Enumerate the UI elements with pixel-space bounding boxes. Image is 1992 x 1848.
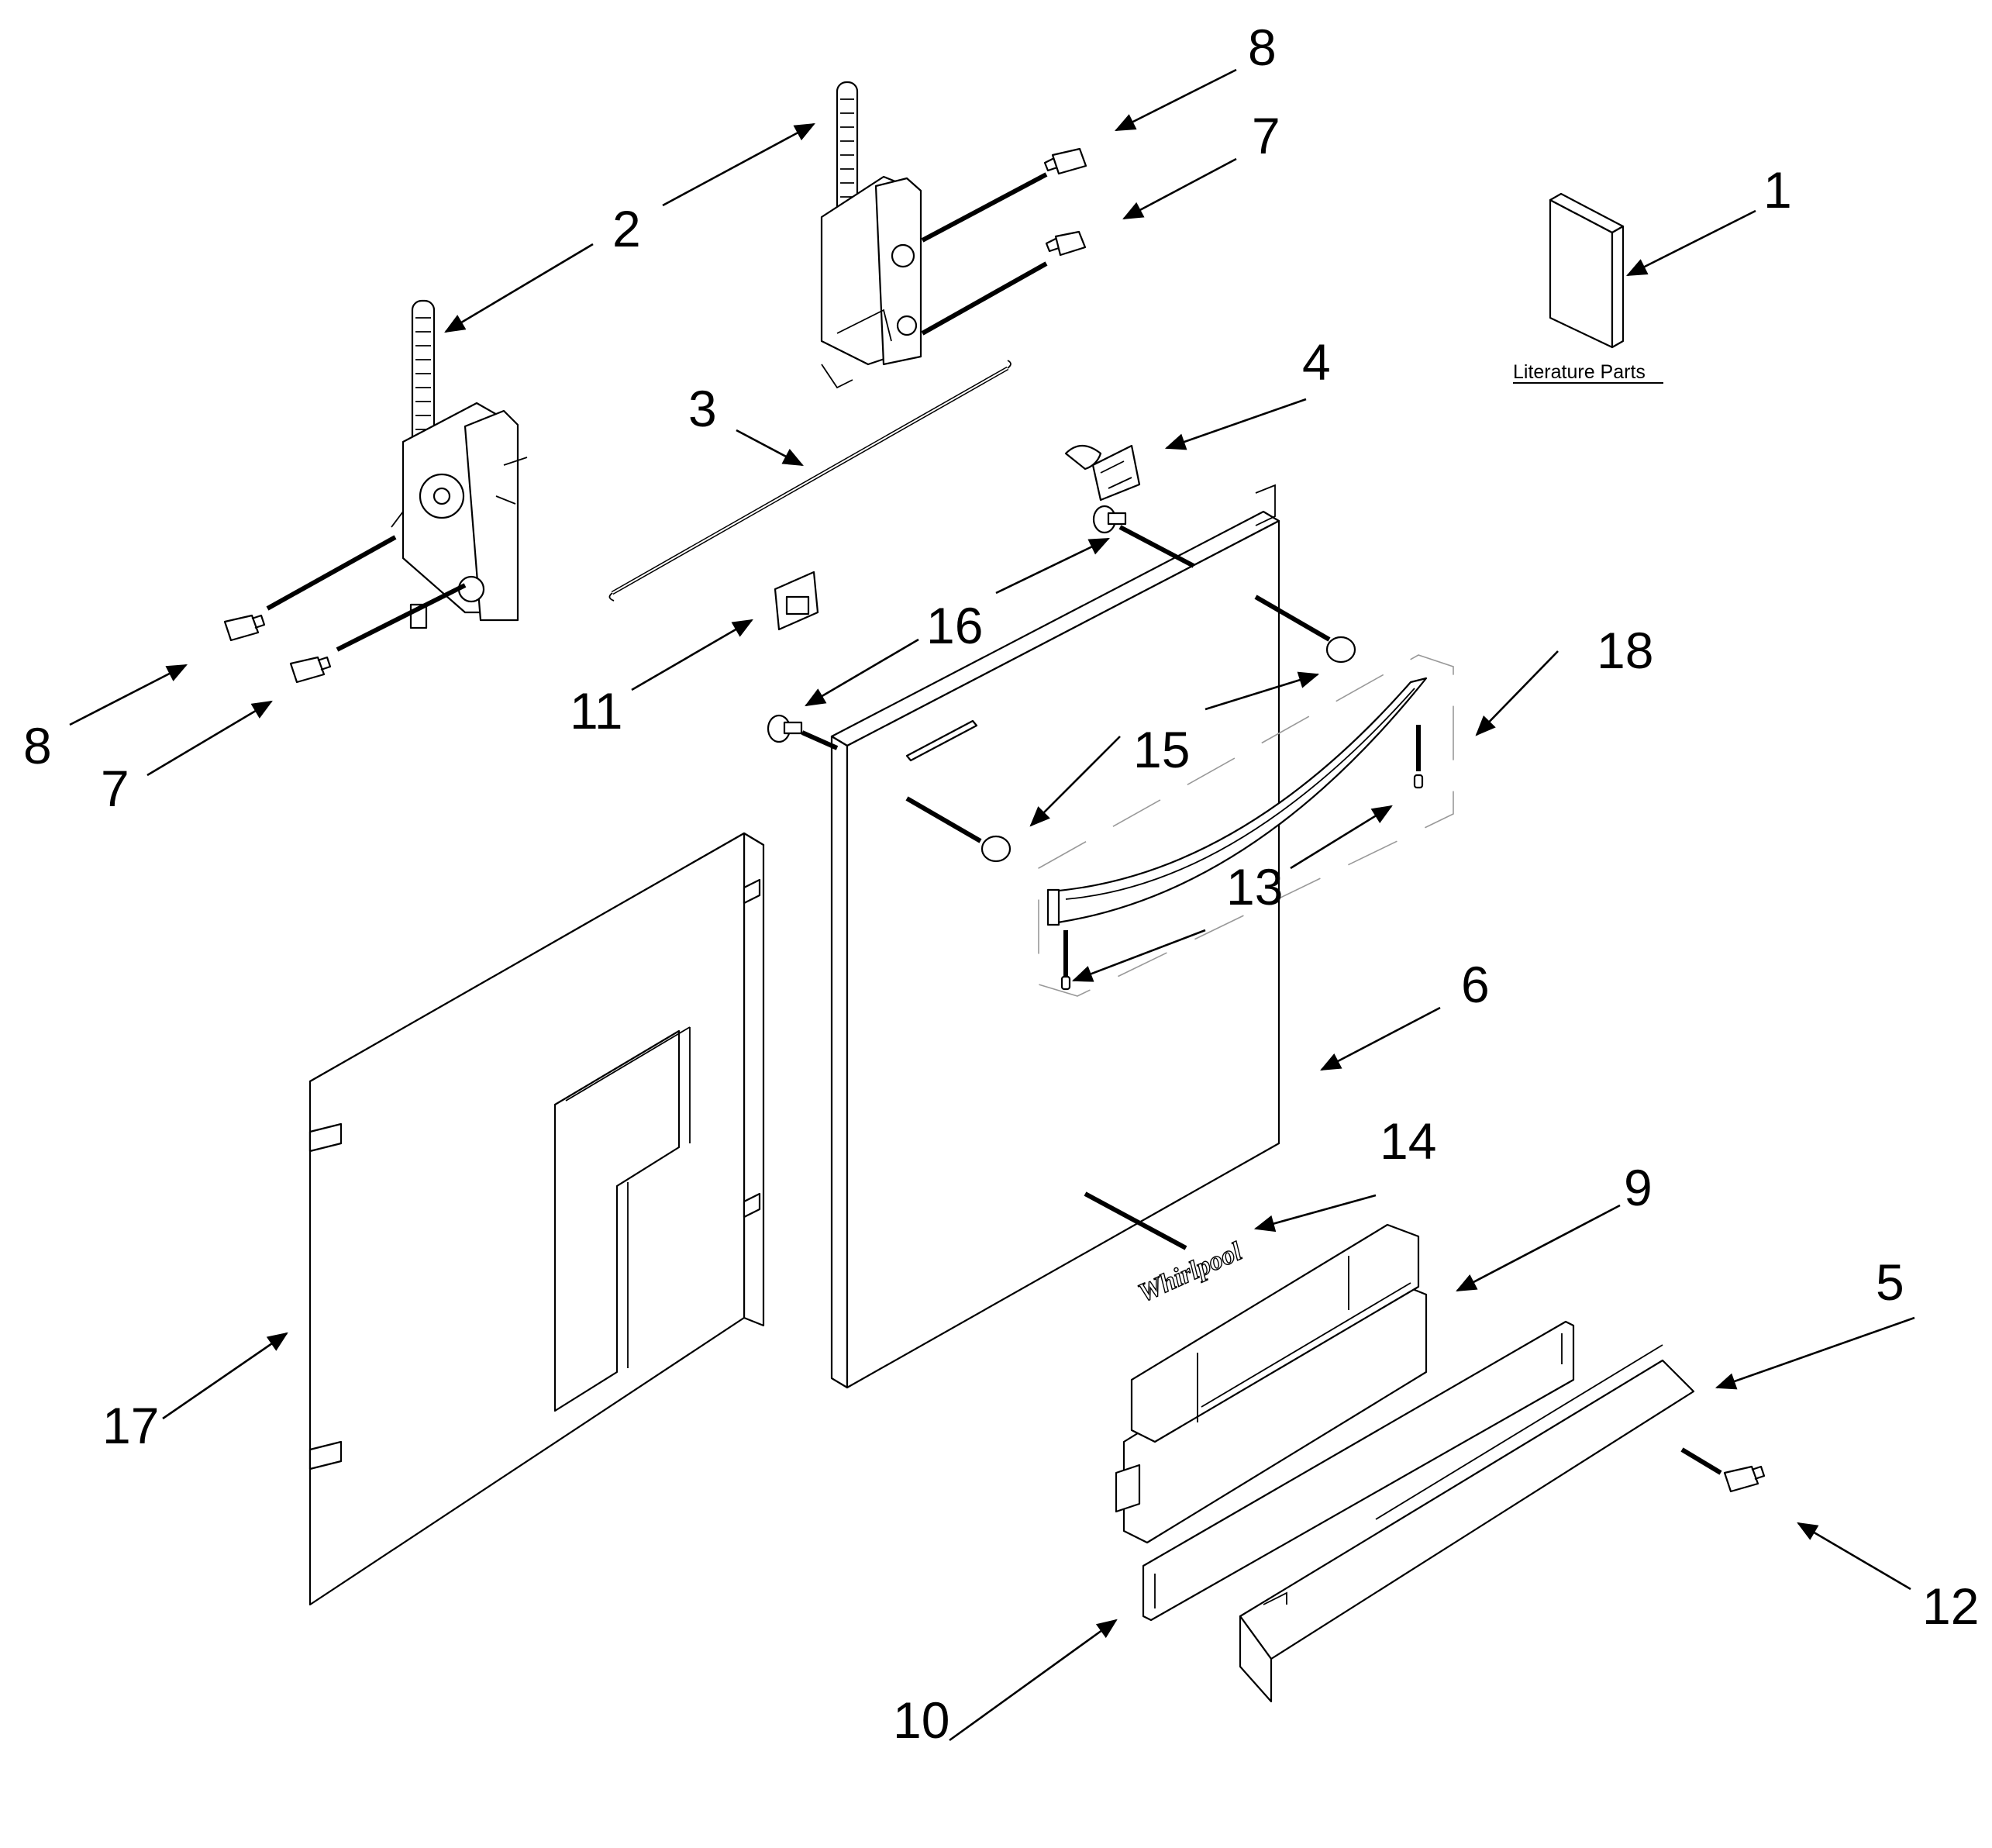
door-latch [1064, 444, 1141, 502]
logo-text: Whirlpool [1134, 1237, 1246, 1308]
callout-18: 18 [1597, 622, 1653, 679]
callout-10: 10 [893, 1691, 949, 1749]
callout-7-left: 7 [101, 760, 129, 817]
door-clip [774, 571, 819, 631]
callout-12: 12 [1922, 1577, 1979, 1635]
inner-door-panel [830, 484, 1280, 1389]
callout-17: 17 [102, 1397, 159, 1454]
callout-labels: 1 2 3 4 5 6 7 7 8 8 9 10 11 12 13 14 15 … [23, 19, 1979, 1749]
toe-panel-strip [1142, 1320, 1575, 1622]
callout-15: 15 [1133, 721, 1190, 778]
callout-5: 5 [1876, 1253, 1904, 1311]
hinge-screws-right [921, 147, 1087, 336]
handle-outline [1038, 654, 1454, 997]
callout-1: 1 [1763, 161, 1792, 219]
callout-7-right: 7 [1252, 107, 1280, 164]
callout-4: 4 [1302, 333, 1331, 391]
kick-screw [1680, 1447, 1766, 1493]
callout-13: 13 [1226, 858, 1283, 915]
literature-parts-label: Literature Parts [1513, 361, 1646, 383]
callout-14: 14 [1380, 1112, 1436, 1170]
door-handle [1046, 677, 1428, 991]
callout-11: 11 [570, 682, 623, 740]
callout-8-left: 8 [23, 717, 52, 774]
hinge-assembly-left [391, 299, 528, 629]
door-shaft [608, 360, 1012, 602]
back-panel [308, 832, 765, 1606]
leader-arrows [69, 68, 1915, 1742]
callout-8-right: 8 [1248, 19, 1277, 76]
hinge-screws-left [223, 535, 467, 684]
access-panel [1115, 1223, 1428, 1544]
literature-parts: Literature Parts [1513, 192, 1663, 384]
hinge-assembly-right [820, 81, 922, 389]
kick-plate [1239, 1344, 1695, 1703]
callout-2: 2 [612, 200, 641, 257]
door-hardware [767, 505, 1356, 863]
callout-3: 3 [688, 380, 717, 437]
callout-6: 6 [1461, 956, 1490, 1013]
callout-9: 9 [1624, 1159, 1653, 1216]
callout-16: 16 [926, 597, 983, 654]
